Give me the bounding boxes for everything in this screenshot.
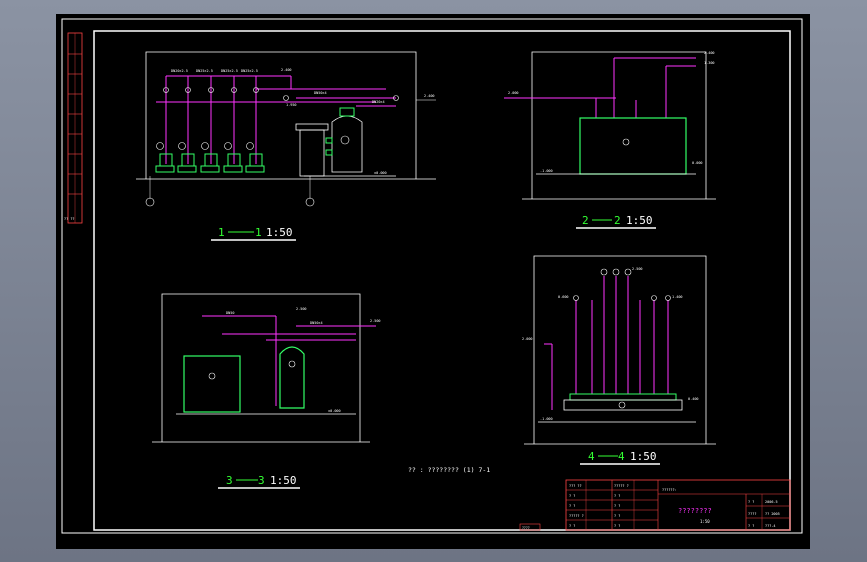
svg-text:DN20×2.5: DN20×2.5	[171, 69, 188, 73]
svg-text:4: 4	[618, 450, 625, 463]
svg-text:2.400: 2.400	[281, 68, 292, 72]
section-4-4-drawing: 2.500 1.400 0.600 2.000 -1.000 0.400	[522, 255, 716, 445]
svg-text:???-4: ???-4	[765, 524, 776, 528]
svg-text:????: ????	[748, 512, 756, 516]
bottom-stamp: ????	[522, 526, 530, 530]
svg-text:DN50×4: DN50×4	[310, 321, 323, 325]
svg-text:DN50×4: DN50×4	[314, 91, 327, 95]
section-3-3-drawing: DN50 2.500 DN50×4 2.500 ±0.000	[152, 293, 381, 443]
svg-text:3: 3	[258, 474, 265, 487]
svg-text:1: 1	[255, 226, 262, 239]
svg-text:1.950: 1.950	[286, 103, 297, 107]
svg-text:DN25×2.5: DN25×2.5	[221, 69, 238, 73]
svg-text:DN25×2.5: DN25×2.5	[241, 69, 258, 73]
svg-text:????? ?: ????? ?	[614, 484, 629, 488]
svg-text:4: 4	[588, 450, 595, 463]
svg-text:DN25×2.5: DN25×2.5	[196, 69, 213, 73]
cad-viewport[interactable]: ?? ?? 2.400 DN20×2.5 DN25×2.5 DN25×2.5 D…	[56, 14, 810, 549]
section-2-2-drawing: 2.400 1.300 2.000 -1.000 0.000	[504, 51, 716, 200]
section-1-1-drawing: 2.400 DN20×2.5 DN25×2.5 DN25×2.5 DN25×2.…	[136, 51, 436, 207]
svg-text:? ?: ? ?	[748, 500, 754, 504]
svg-text:2006.5: 2006.5	[765, 500, 778, 504]
drawing-note: ?? : ???????? (1) 7-1	[408, 466, 490, 474]
section-2-2-label: 2 2 1:50	[576, 214, 656, 229]
svg-text:? ?: ? ?	[614, 494, 620, 498]
svg-text:2.400: 2.400	[424, 94, 435, 98]
cad-drawing-sheet: ?? ?? 2.400 DN20×2.5 DN25×2.5 DN25×2.5 D…	[61, 18, 803, 534]
svg-text:2.400: 2.400	[704, 51, 715, 55]
svg-text:??? ??: ??? ??	[569, 484, 582, 488]
svg-text:1:50: 1:50	[266, 226, 293, 239]
section-3-3-label: 3 3 1:50	[218, 474, 300, 489]
svg-text:? ?: ? ?	[614, 524, 620, 528]
svg-text:1:50: 1:50	[270, 474, 297, 487]
svg-text:-1.000: -1.000	[540, 417, 553, 421]
svg-text:? ?: ? ?	[569, 494, 575, 498]
svg-text:? ?: ? ?	[569, 504, 575, 508]
svg-text:2: 2	[614, 214, 621, 227]
svg-text:? ?: ? ?	[614, 514, 620, 518]
svg-text:2.500: 2.500	[370, 319, 381, 323]
svg-text:? ?: ? ?	[748, 524, 754, 528]
title-block-header: ??????:	[662, 488, 677, 492]
svg-text:? ?: ? ?	[569, 524, 575, 528]
title-block-drawing-title: ????????	[678, 507, 712, 515]
svg-text:? ?: ? ?	[614, 504, 620, 508]
svg-text:DN50: DN50	[226, 311, 234, 315]
svg-text:2.500: 2.500	[632, 267, 643, 271]
svg-text:0.000: 0.000	[692, 161, 703, 165]
section-4-4-label: 4 4 1:50	[580, 450, 660, 465]
side-tab-label: ?? ??	[64, 217, 75, 221]
svg-text:-1.000: -1.000	[540, 169, 553, 173]
svg-text:2.000: 2.000	[522, 337, 533, 341]
side-tab: ?? ??	[64, 32, 83, 224]
svg-text:0.400: 0.400	[688, 397, 699, 401]
bottom-stamp-box	[519, 523, 541, 531]
svg-text:????? ?: ????? ?	[569, 514, 584, 518]
section-1-1-label: 1 1 1:50	[211, 226, 296, 241]
title-block-scale: 1:50	[700, 519, 710, 524]
inner-border	[93, 30, 791, 531]
svg-text:±0.000: ±0.000	[374, 171, 387, 175]
svg-text:2.500: 2.500	[296, 307, 307, 311]
svg-text:1.400: 1.400	[672, 295, 683, 299]
svg-text:2.000: 2.000	[508, 91, 519, 95]
svg-text:3: 3	[226, 474, 233, 487]
svg-text:1:50: 1:50	[630, 450, 657, 463]
svg-text:2: 2	[582, 214, 589, 227]
svg-text:1:50: 1:50	[626, 214, 653, 227]
svg-text:?? 2005: ?? 2005	[765, 512, 780, 516]
svg-text:1: 1	[218, 226, 225, 239]
title-block: ??????: ???????? 1:50 ??? ?? ? ? ? ? ???…	[565, 479, 791, 531]
svg-text:0.600: 0.600	[558, 295, 569, 299]
svg-text:DN20×4: DN20×4	[372, 100, 385, 104]
svg-text:1.300: 1.300	[704, 61, 715, 65]
outer-frame	[61, 18, 803, 534]
svg-text:±0.000: ±0.000	[328, 409, 341, 413]
